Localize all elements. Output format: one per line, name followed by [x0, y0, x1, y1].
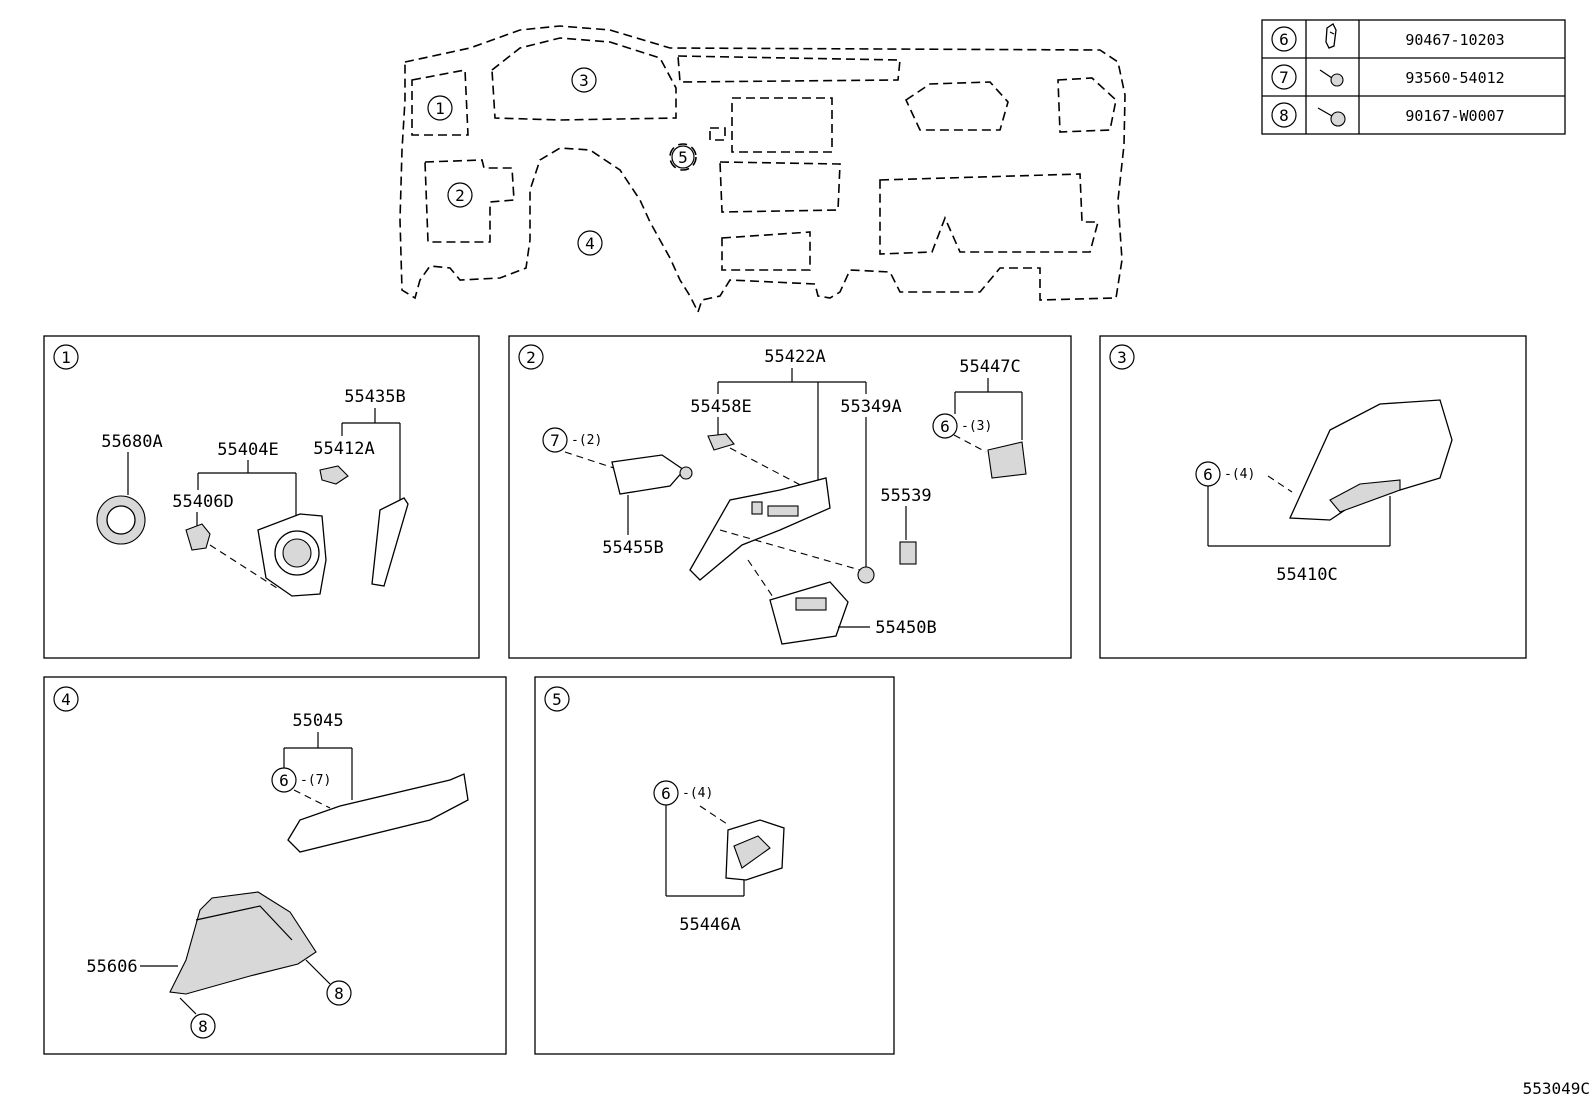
panel-number: 5: [552, 690, 562, 709]
fastener-table: 6 90467-10203 7 93560-54012 8 90167-W000: [1261, 19, 1566, 135]
trim-strip-part: [371, 497, 409, 587]
callout-ref: 8: [334, 984, 344, 1003]
zone-label: 3: [579, 71, 589, 90]
callout-qty: -(4): [682, 786, 713, 801]
part-label: 55446A: [679, 915, 740, 935]
panel-number: 3: [1117, 348, 1127, 367]
callout-qty: -(4): [1224, 467, 1255, 482]
tray-part: [769, 581, 849, 645]
clip-icon: [1325, 23, 1337, 49]
fastener-row: 7 93560-54012: [1271, 64, 1505, 90]
panel-5: 5 6 -(4) 55446A: [534, 676, 895, 1055]
panel-1: 1 55680A 55404E 55406D 55435B 55412A: [43, 335, 480, 659]
part-label: 55458E: [690, 397, 751, 417]
ref-circle: [1271, 26, 1297, 52]
callout-ref: 6: [1203, 465, 1213, 484]
zone-label: 2: [455, 186, 465, 205]
zone-label: 5: [678, 148, 688, 167]
callout-qty: -(2): [571, 433, 602, 448]
screw-icon: [1319, 69, 1344, 87]
fastener-row: 8 90167-W0007: [1271, 102, 1505, 128]
figure-id: 553049C: [1523, 1079, 1590, 1098]
bolt-icon: [1317, 107, 1346, 127]
panel-number: 2: [526, 348, 536, 367]
part-label: 55435B: [344, 387, 405, 407]
part-label: 55406D: [172, 492, 233, 512]
clip-part: [185, 523, 211, 551]
part-label: 55349A: [840, 397, 901, 417]
part-label: 55539: [880, 486, 931, 506]
switch-part: [899, 541, 917, 565]
vent-knob-part: [96, 495, 146, 545]
fastener-part-no: 93560-54012: [1405, 69, 1504, 87]
part-label: 55412A: [313, 439, 374, 459]
clip-part: [707, 433, 735, 451]
fastener-row: 6 90467-10203: [1271, 23, 1505, 52]
fastener-part-no: 90467-10203: [1405, 31, 1504, 49]
panel-number: 1: [61, 348, 71, 367]
zone-label: 1: [435, 99, 445, 118]
dashboard-overview: 1 2 3 4 5: [399, 25, 1126, 315]
vent-housing-part: [257, 513, 327, 597]
callout-ref: 7: [550, 431, 560, 450]
callout-qty: -(7): [300, 773, 331, 788]
part-label: 55404E: [217, 440, 278, 460]
insert-part: [987, 441, 1027, 479]
part-label: 55447C: [959, 357, 1020, 377]
panel-number: 4: [61, 690, 71, 709]
callout-qty: -(3): [961, 419, 992, 434]
part-label: 55680A: [101, 432, 162, 452]
part-label: 55606: [86, 957, 137, 977]
part-label: 55410C: [1276, 565, 1337, 585]
ref-circle: [1271, 64, 1297, 90]
fastener-ref: 7: [1279, 68, 1289, 87]
part-label: 55045: [292, 711, 343, 731]
knee-panel-part: [169, 891, 317, 995]
callout-ref: 6: [661, 784, 671, 803]
panel-3: 3 6 -(4) 55410C: [1099, 335, 1527, 659]
knob-part: [857, 566, 875, 584]
part-label: 55455B: [602, 538, 663, 558]
bracket-part: [611, 454, 685, 495]
fastener-ref: 6: [1279, 30, 1289, 49]
lower-trim-part: [287, 773, 469, 853]
lower-panel-part: [689, 477, 831, 581]
fastener-ref: 8: [1279, 106, 1289, 125]
meter-hood-part: [1289, 399, 1453, 521]
panel-4: 4 55045 6 -(7) 55606 8 8: [43, 676, 507, 1055]
part-label: 55422A: [764, 347, 825, 367]
fastener-part-no: 90167-W0007: [1405, 107, 1504, 125]
garnish-part: [725, 819, 785, 881]
zone-label: 4: [585, 234, 595, 253]
panel-2: 2 55422A 55458E 55349A 7 -(2) 55455B 554…: [508, 335, 1072, 659]
callout-ref: 6: [279, 771, 289, 790]
ref-circle: [1271, 102, 1297, 128]
clip-part: [319, 465, 349, 485]
callout-ref: 8: [198, 1017, 208, 1036]
callout-ref: 6: [940, 417, 950, 436]
part-label: 55450B: [875, 618, 936, 638]
